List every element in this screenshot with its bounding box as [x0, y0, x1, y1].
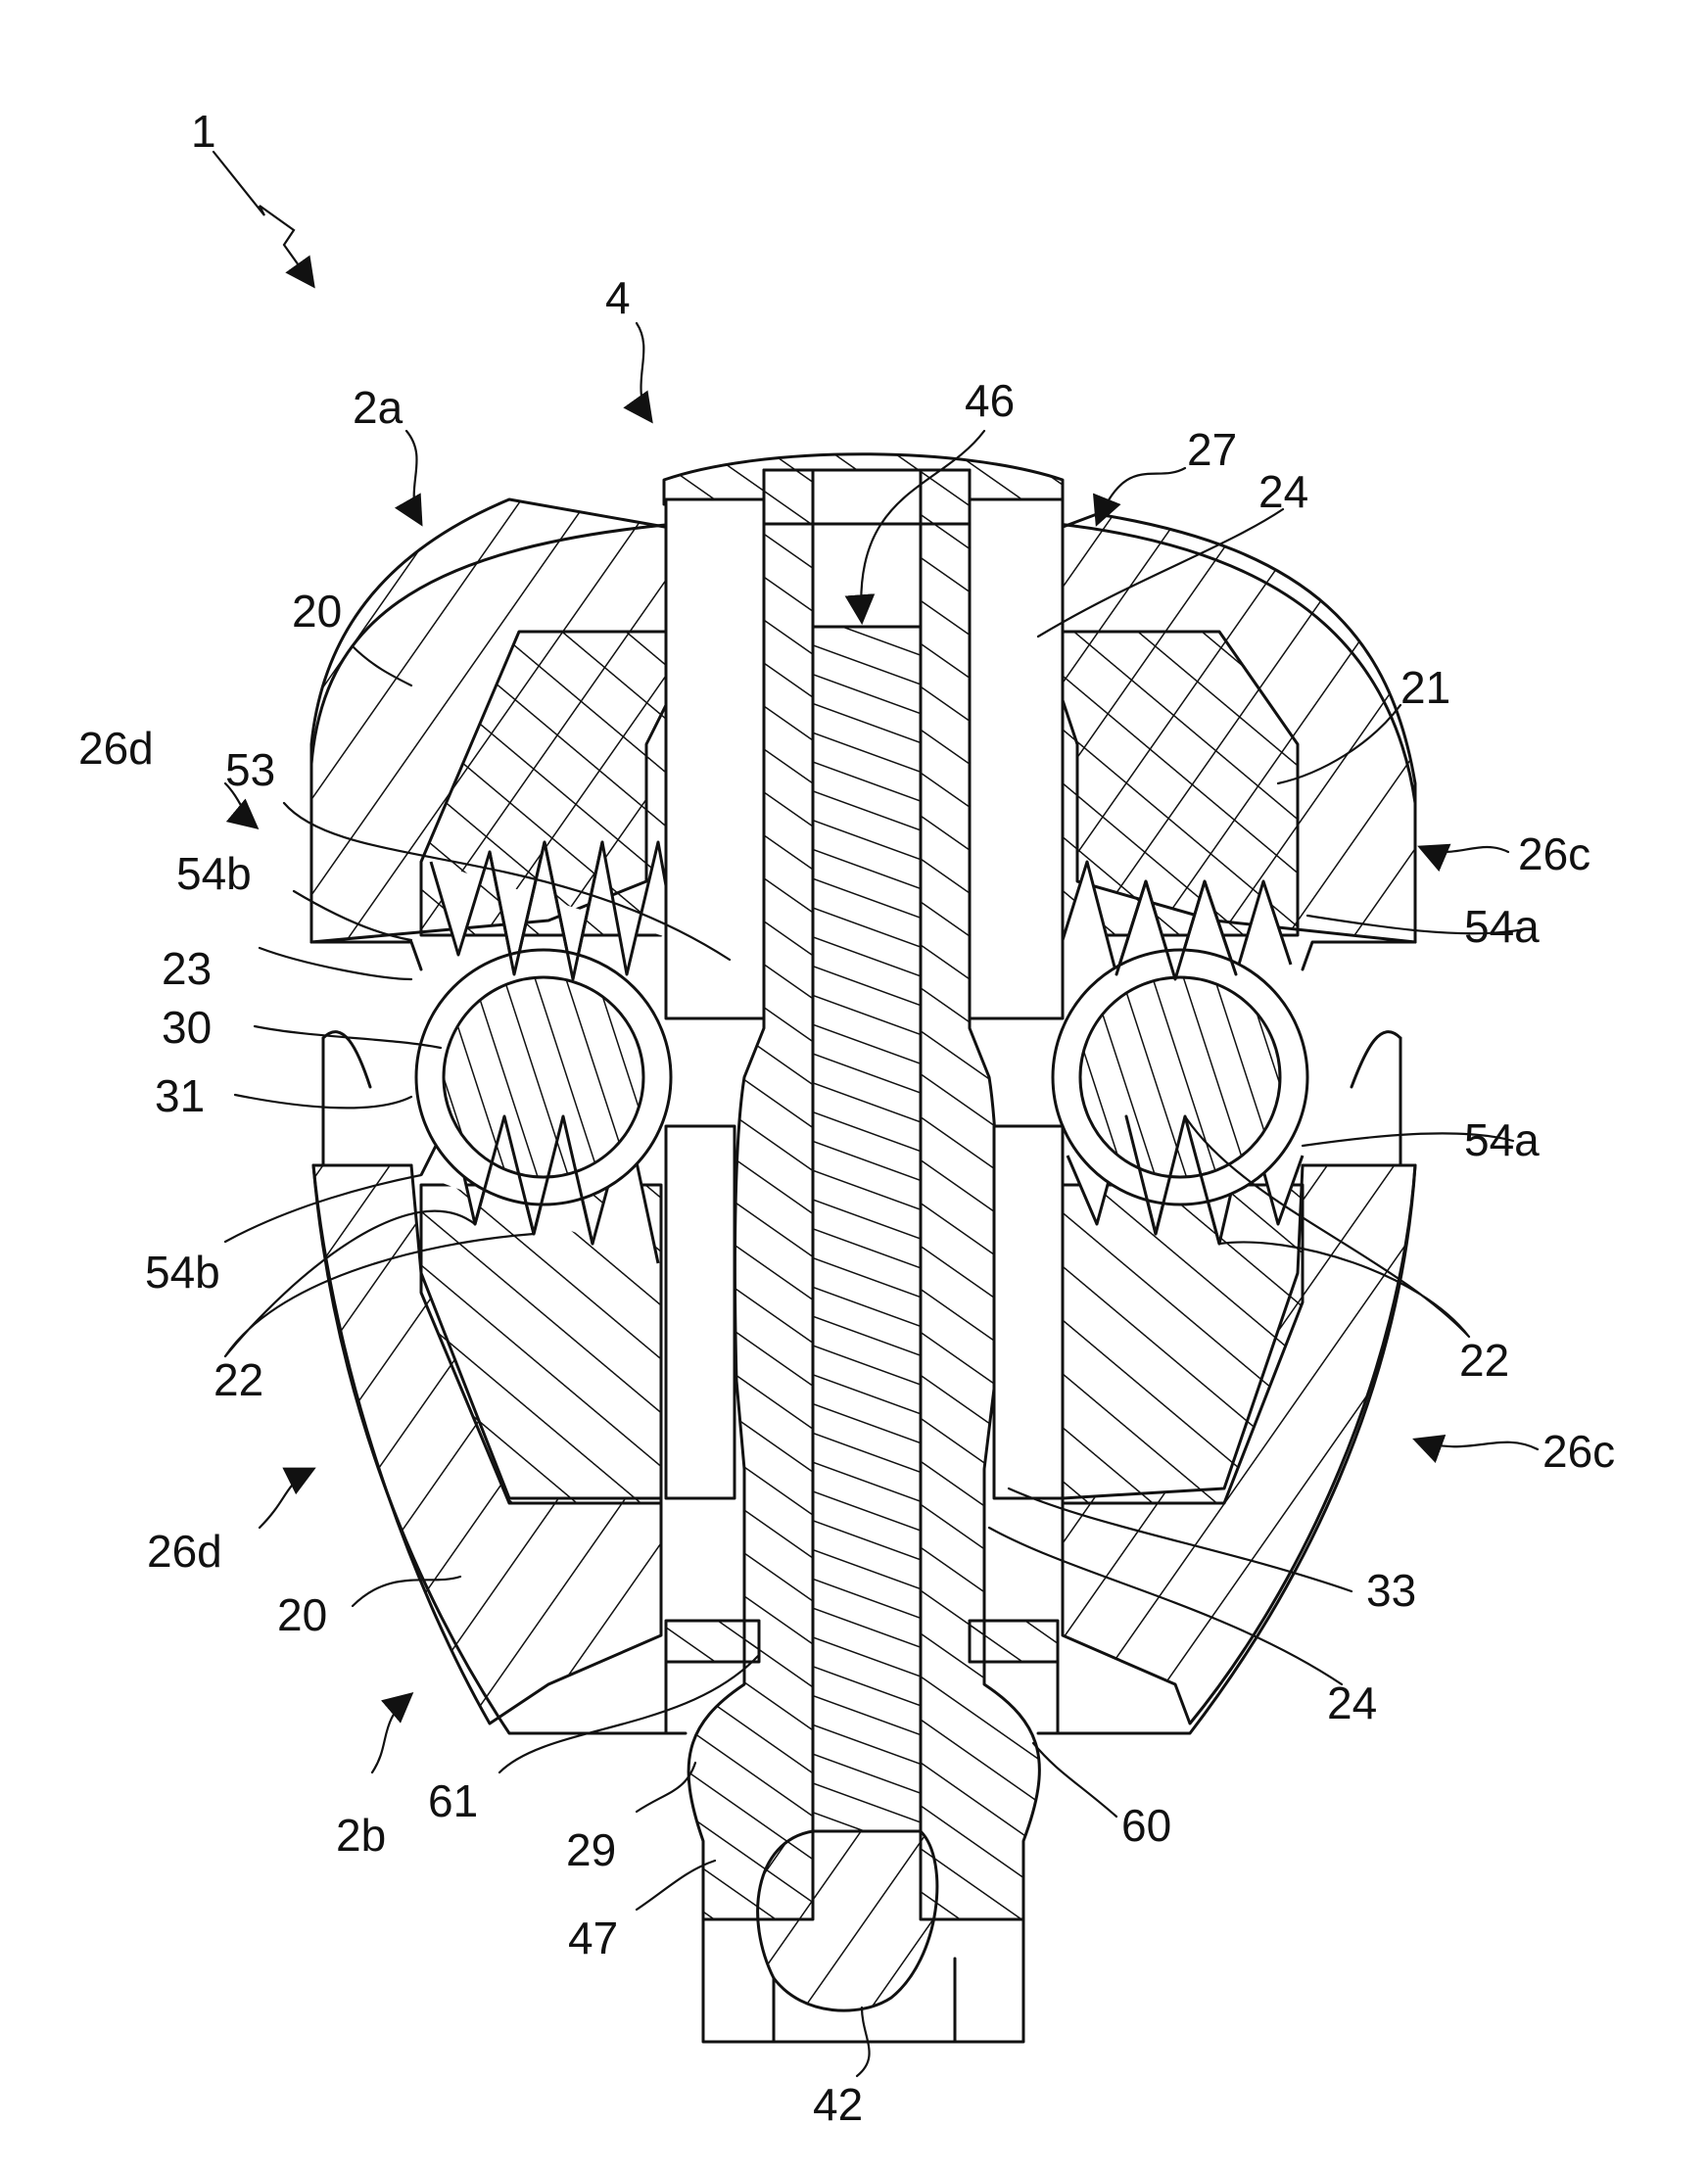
pin-4 — [662, 452, 1065, 2044]
lower-body-part-2b — [311, 1030, 1417, 1735]
upper-body-part-2a — [309, 497, 1417, 971]
seal-washer-left — [664, 1619, 761, 1664]
label-1: 1 — [191, 106, 216, 157]
label-60: 60 — [1121, 1800, 1171, 1851]
upper-rim — [309, 940, 1417, 971]
lower-shell-right — [1061, 1163, 1417, 1725]
guide-left — [664, 497, 766, 1020]
label-26c-low: 26c — [1542, 1426, 1615, 1477]
lower-flange-left — [321, 1030, 372, 1089]
lower-flange-right — [1350, 1030, 1402, 1089]
guide-right — [968, 497, 1065, 1020]
label-47: 47 — [568, 1913, 618, 1963]
label-54b-top: 54b — [176, 848, 252, 899]
label-21: 21 — [1400, 662, 1450, 713]
ball-right — [1051, 948, 1309, 1206]
lower-rim — [311, 1036, 1417, 1167]
label-33: 33 — [1366, 1565, 1416, 1616]
pin-sleeve-left — [687, 468, 815, 1921]
label-2a: 2a — [353, 382, 403, 433]
label-4: 4 — [605, 272, 631, 323]
label-26c-top: 26c — [1518, 828, 1590, 879]
label-2b: 2b — [336, 1810, 386, 1861]
guide-right-lower — [992, 1124, 1065, 1500]
label-54a-top: 54a — [1464, 901, 1540, 952]
label-27: 27 — [1187, 424, 1237, 475]
guide-left-lower — [664, 1124, 736, 1500]
label-23: 23 — [162, 943, 212, 994]
label-54b-mid: 54b — [145, 1247, 220, 1298]
pin-core-46 — [811, 625, 923, 1833]
label-20-low: 20 — [277, 1589, 327, 1640]
leaders — [212, 150, 1540, 2078]
label-30: 30 — [162, 1002, 212, 1053]
label-20-top: 20 — [292, 586, 342, 637]
lower-dome-outline — [311, 1163, 1417, 1735]
pin-head — [662, 452, 1065, 506]
label-31: 31 — [155, 1070, 205, 1121]
label-22-left: 22 — [214, 1354, 263, 1405]
label-24-top: 24 — [1258, 466, 1308, 517]
label-26d-top: 26d — [78, 723, 154, 774]
ball-left — [414, 948, 673, 1206]
label-26d-low: 26d — [147, 1526, 222, 1577]
label-54a-mid: 54a — [1464, 1114, 1540, 1165]
pin-bulb-42 — [756, 1829, 939, 2012]
label-53: 53 — [225, 744, 275, 795]
seal-washer-right — [968, 1619, 1060, 1664]
label-42: 42 — [813, 2079, 863, 2130]
label-22-right: 22 — [1459, 1335, 1509, 1386]
reference-labels: 1 4 2a 46 27 24 20 21 26d 53 26c 54b 54a… — [78, 106, 1615, 2130]
label-61: 61 — [428, 1775, 478, 1826]
upper-dome-outline — [309, 522, 1417, 944]
label-46: 46 — [965, 375, 1015, 426]
label-29: 29 — [566, 1824, 616, 1875]
label-24-low: 24 — [1327, 1677, 1377, 1728]
